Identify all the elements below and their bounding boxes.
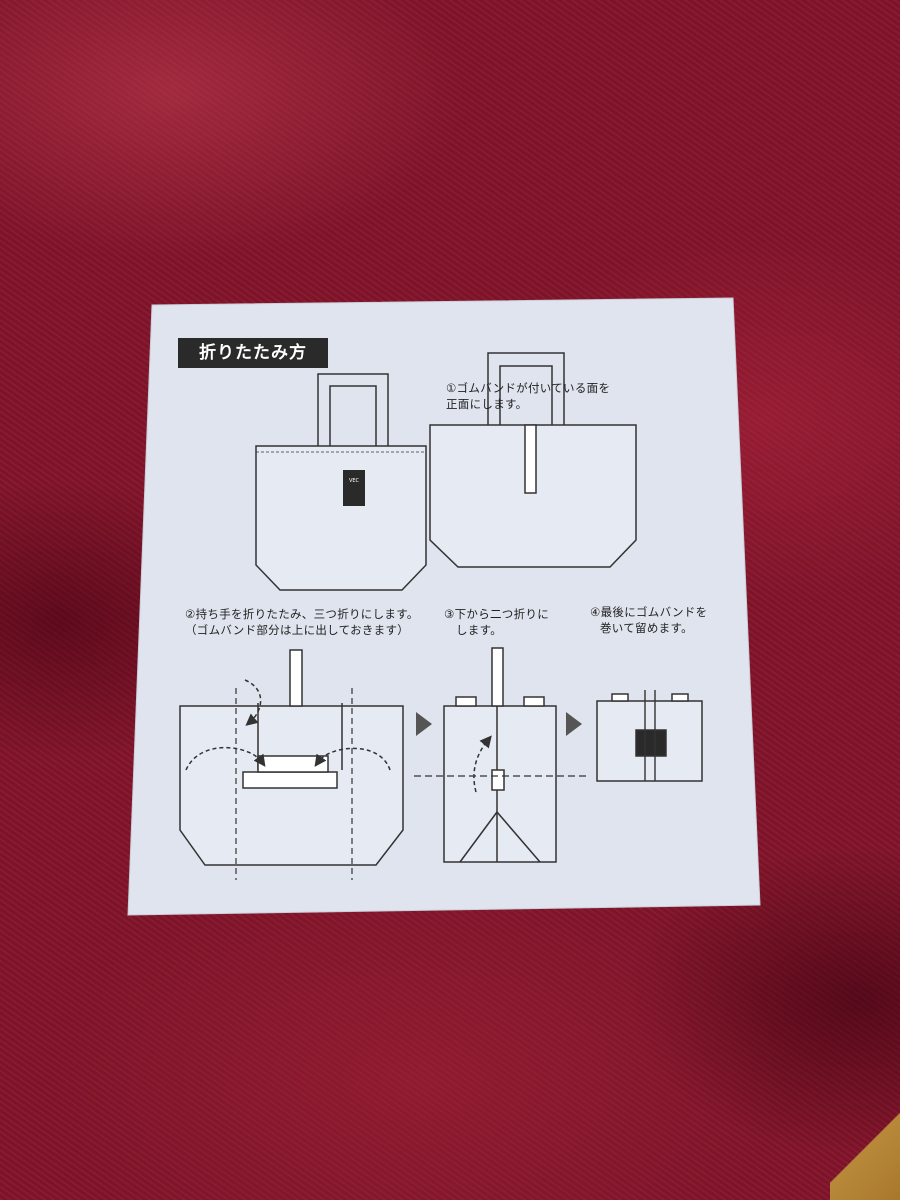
- step3-line2: します。: [456, 623, 503, 637]
- step2-line2: （ゴムバンド部分は上に出しておきます）: [185, 623, 410, 637]
- page-title: 折りたたみ方: [178, 338, 328, 368]
- brand-logo-patch: [343, 470, 365, 506]
- step1-line1: ①ゴムバンドが付いている面を: [446, 381, 611, 395]
- bag-rolled-diagram: [596, 690, 703, 782]
- step4-line2: 巻いて留めます。: [600, 621, 693, 635]
- step4-line1: ④最後にゴムバンドを: [590, 605, 708, 619]
- next-arrow-icon: [566, 712, 582, 736]
- next-arrow-icon: [416, 712, 432, 736]
- step2-line1: ②持ち手を折りたたみ、三つ折りにします。: [185, 607, 419, 621]
- step3-line1: ③下から二つ折りに: [444, 607, 550, 621]
- bag-trifold-diagram: [179, 649, 404, 880]
- step1-line2: 正面にします。: [446, 397, 528, 411]
- bag-front-view: [429, 352, 637, 568]
- logo-text: VEC: [349, 478, 360, 484]
- bag-back-view: [255, 373, 427, 591]
- bag-halffold-diagram: [414, 647, 590, 863]
- wood-corner: [830, 1110, 900, 1200]
